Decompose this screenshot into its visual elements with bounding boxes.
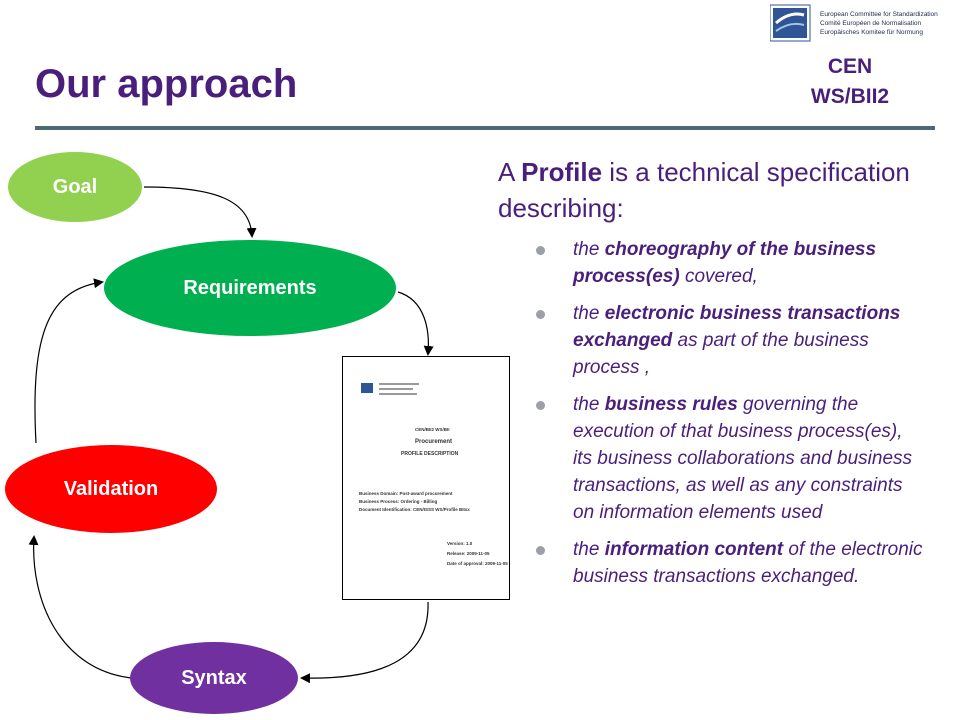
bullet-dot-icon xyxy=(536,401,545,410)
arrow-goal-to-requirements xyxy=(143,186,257,238)
arrow-validation-to-requirements xyxy=(34,278,104,444)
profile-bullet-list: the choreography of the business process… xyxy=(536,236,926,600)
list-item: the information content of the electroni… xyxy=(536,536,926,590)
doc-release: Release: 2009-11-05 xyxy=(447,551,490,556)
requirements-node: Requirements xyxy=(104,240,396,336)
workshop-badge: CEN WS/BII2 xyxy=(770,52,930,112)
doc-field-2: Business Process: Ordering - Billing xyxy=(359,499,438,504)
bullet-pre: the xyxy=(573,239,605,260)
bullet-dot-icon xyxy=(536,246,545,255)
list-item: the business rules governing the executi… xyxy=(536,391,926,526)
doc-series: CEN/BII2 WS/BII xyxy=(415,427,450,432)
bullet-pre: the xyxy=(573,394,605,415)
requirements-label: Requirements xyxy=(183,276,317,299)
intro-text-end: is a technical specification describing: xyxy=(498,157,910,223)
bullet-pre: the xyxy=(573,303,605,324)
goal-label: Goal xyxy=(52,175,98,198)
doc-subtitle: PROFILE DESCRIPTION xyxy=(401,451,459,457)
title-divider xyxy=(35,126,935,130)
validation-node: Validation xyxy=(5,445,217,533)
bullet-dot-icon xyxy=(536,310,545,319)
bullet-bold: choreography of the business process(es) xyxy=(573,239,877,287)
doc-title: Procurement xyxy=(415,439,453,445)
doc-header-line xyxy=(379,393,417,395)
validation-label: Validation xyxy=(63,477,159,500)
arrow-requirements-to-document xyxy=(397,291,434,356)
badge-line-2: WS/BII2 xyxy=(810,85,890,108)
cen-brand-text: European Committee for Standardization C… xyxy=(820,10,938,37)
doc-field-3: Document Identification: CEN/ISSS WS/Pro… xyxy=(359,507,470,512)
intro-text-start: A xyxy=(498,157,522,187)
arrow-document-to-syntax xyxy=(300,601,429,684)
intro-bold-term: Profile xyxy=(521,157,603,187)
bullet-post: covered, xyxy=(679,266,758,287)
goal-node: Goal xyxy=(8,152,142,222)
list-item: the electronic business transactions exc… xyxy=(536,300,926,381)
bullet-bold: information content xyxy=(604,539,784,560)
bullet-bold: business rules xyxy=(604,394,738,415)
arrow-syntax-to-validation xyxy=(28,535,133,679)
doc-version: Version: 1.0 xyxy=(447,541,473,546)
bullet-post: governing the execution of that business… xyxy=(573,394,913,523)
bullet-post: as part of the business process , xyxy=(573,330,869,378)
profile-definition: A Profile is a technical specification d… xyxy=(498,154,918,226)
list-item: the choreography of the business process… xyxy=(536,236,926,290)
doc-field-1: Business Domain: Post-award procurement xyxy=(359,491,453,496)
cen-logo xyxy=(770,4,811,42)
doc-logo-icon xyxy=(361,383,373,393)
syntax-node: Syntax xyxy=(130,642,298,714)
bullet-dot-icon xyxy=(536,546,545,555)
doc-approval: Date of approval: 2009-11-05 xyxy=(447,561,508,566)
doc-header-line xyxy=(379,383,419,385)
badge-line-1: CEN xyxy=(827,55,873,78)
bullet-pre: the xyxy=(573,539,605,560)
slide-title: Our approach xyxy=(35,62,298,106)
doc-header-line xyxy=(379,388,413,390)
brand-line-3: Europäisches Komitee für Normung xyxy=(820,29,923,36)
bullet-post: of the electronic business transactions … xyxy=(573,539,923,587)
profile-document-thumbnail: CEN/BII2 WS/BII Procurement PROFILE DESC… xyxy=(342,356,510,600)
brand-line-1: European Committee for Standardization xyxy=(820,11,938,18)
syntax-label: Syntax xyxy=(181,666,247,689)
bullet-bold: electronic business transactions exchang… xyxy=(573,303,901,351)
brand-line-2: Comité Européen de Normalisation xyxy=(820,20,922,27)
